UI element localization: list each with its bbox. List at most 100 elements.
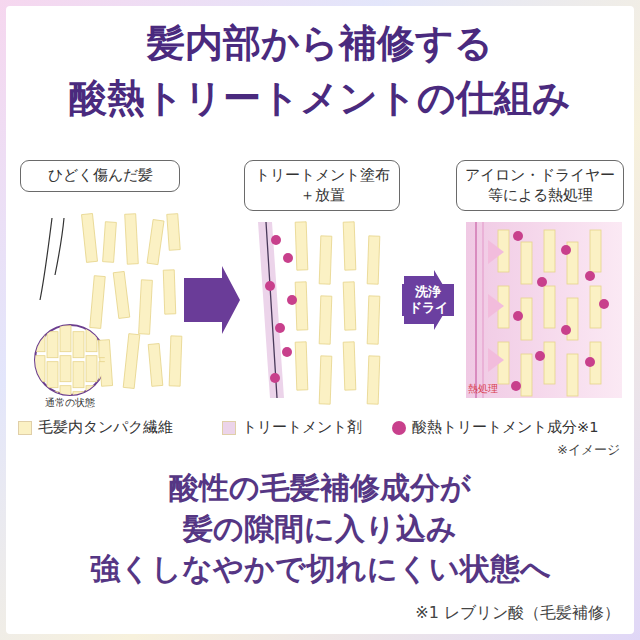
protein-fiber xyxy=(113,271,130,318)
protein-fiber xyxy=(343,222,356,270)
protein-fiber xyxy=(567,354,578,396)
treatment-dot xyxy=(271,235,281,245)
protein-fiber xyxy=(163,270,176,314)
protein-fiber xyxy=(343,342,356,390)
legend-item: 毛髪内タンパク繊維 xyxy=(18,418,173,437)
step-label: アイロン・ドライヤー 等による熱処理 xyxy=(456,160,624,211)
treatment-dot xyxy=(270,373,280,383)
protein-fiber xyxy=(544,342,555,384)
treatment-dot xyxy=(585,357,595,367)
protein-fiber xyxy=(82,214,98,263)
protein-fiber xyxy=(295,222,308,270)
treatment-dot xyxy=(513,311,523,321)
heat-arrowhead xyxy=(488,348,504,372)
protein-fiber xyxy=(521,242,532,284)
protein-fiber xyxy=(139,280,153,335)
protein-fiber xyxy=(169,336,182,386)
treatment-dot xyxy=(585,271,595,281)
arrow-label: 洗浄 ドライ xyxy=(402,284,454,317)
treatment-dot xyxy=(265,281,275,291)
protein-fiber xyxy=(60,326,71,352)
protein-fiber xyxy=(99,392,110,418)
legend-item: 酸熱トリートメント成分※1 xyxy=(392,418,598,437)
protein-fiber xyxy=(367,236,380,284)
treatment-dot xyxy=(282,347,292,357)
protein-fiber xyxy=(60,356,71,382)
fiber-group xyxy=(82,214,601,405)
cuticle-line xyxy=(40,218,52,300)
protein-fiber xyxy=(86,356,97,382)
cuticle-line xyxy=(266,222,277,398)
legend-text: トリートメント剤 xyxy=(242,418,362,437)
step-label: ひどく傷んだ髪 xyxy=(20,160,180,192)
treatment-dot xyxy=(283,253,293,263)
protein-fiber xyxy=(99,332,110,358)
legend-swatch xyxy=(222,421,236,435)
note-label: 熱処理 xyxy=(468,383,528,396)
treatment-dot xyxy=(599,299,609,309)
treatment-dot xyxy=(511,381,521,391)
component-dots xyxy=(265,231,609,391)
protein-fiber xyxy=(544,286,555,328)
cuticle-line xyxy=(482,222,484,398)
heat-zone xyxy=(466,222,622,398)
protein-fiber xyxy=(544,230,555,272)
protein-fiber xyxy=(147,220,164,265)
treatment-dot xyxy=(513,231,523,241)
treatment-dot xyxy=(537,277,547,287)
legend-swatch xyxy=(392,421,406,435)
legend-item: トリートメント剤 xyxy=(222,418,362,437)
protein-fiber xyxy=(148,344,163,387)
heat-arrowhead xyxy=(488,240,504,264)
title: 髪内部から補修する 酸熱トリートメントの仕組み xyxy=(10,16,630,126)
protein-fiber xyxy=(367,356,380,404)
note-label: ※1 レブリン酸（毛髪補修） xyxy=(300,603,620,624)
treatment-dot xyxy=(275,323,285,333)
protein-fiber xyxy=(73,362,84,388)
note-label: ※イメージ xyxy=(480,441,620,459)
protein-fiber xyxy=(103,222,117,263)
protein-fiber xyxy=(343,282,356,330)
treatment-dot xyxy=(535,351,545,361)
heat-arrowhead xyxy=(488,294,504,318)
step-label: トリートメント塗布 ＋放置 xyxy=(244,160,400,211)
cuticle-line xyxy=(475,222,477,398)
protein-fiber xyxy=(123,334,140,389)
treatment-dot xyxy=(561,245,571,255)
protein-fiber xyxy=(521,298,532,340)
protein-fiber xyxy=(125,214,139,265)
protein-fiber xyxy=(590,230,601,272)
cuticle-line xyxy=(55,218,64,275)
protein-fiber xyxy=(90,276,105,329)
protein-fiber xyxy=(73,332,84,358)
protein-fiber xyxy=(367,296,380,344)
caption: 酸性の毛髪補修成分が 髪の隙間に入り込み 強くしなやかで切れにくい状態へ xyxy=(50,468,590,590)
treatment-band xyxy=(258,222,284,398)
block-arrow xyxy=(184,266,240,334)
protein-fiber xyxy=(590,286,601,328)
protein-fiber xyxy=(86,326,97,352)
protein-fiber xyxy=(47,332,58,358)
treatment-dot xyxy=(287,295,297,305)
panel-column: トリートメント塗布 ＋放置 xyxy=(244,160,400,400)
protein-fiber xyxy=(34,356,45,382)
protein-fiber xyxy=(34,326,45,352)
normal-state-circle xyxy=(35,325,105,395)
protein-fiber xyxy=(47,362,58,388)
protein-fiber xyxy=(319,296,332,344)
protein-fiber xyxy=(295,342,308,390)
legend-text: 酸熱トリートメント成分※1 xyxy=(412,418,598,437)
legend-text: 毛髪内タンパク繊維 xyxy=(38,418,173,437)
protein-fiber xyxy=(319,356,332,404)
note-label: 通常の状態 xyxy=(22,397,118,410)
panel-column: アイロン・ドライヤー 等による熱処理 xyxy=(456,160,624,400)
protein-fiber xyxy=(521,354,532,396)
protein-fiber xyxy=(319,236,332,284)
treatment-dot xyxy=(561,325,571,335)
legend-swatch xyxy=(18,421,32,435)
protein-fiber xyxy=(99,362,110,388)
protein-fiber xyxy=(34,386,45,412)
protein-fiber xyxy=(295,282,308,330)
panel-column: ひどく傷んだ髪 xyxy=(20,160,180,400)
protein-fiber xyxy=(167,214,180,251)
